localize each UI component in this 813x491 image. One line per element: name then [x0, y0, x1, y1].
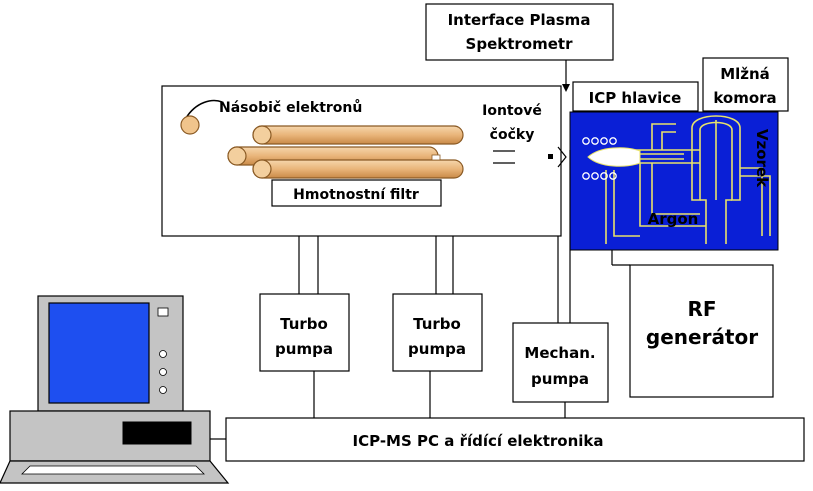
iontove-label-line2: čočky	[490, 127, 535, 143]
argon-label: Argon	[648, 210, 699, 228]
monitor-screen	[48, 302, 150, 404]
rf-label-line2: generátor	[646, 325, 758, 349]
interface-pointer-arrowhead	[562, 84, 570, 92]
monitor-knob-2	[159, 368, 167, 376]
rf-label-line1: RF	[687, 297, 716, 321]
mechan-label-line2: pumpa	[531, 370, 589, 388]
electron-multiplier	[180, 99, 223, 135]
monitor-drive-slot	[157, 307, 169, 317]
mechan-label-line1: Mechan.	[524, 344, 595, 362]
iontove-label-line1: Iontové	[482, 103, 542, 119]
floppy-drive	[122, 421, 192, 445]
vzorek-label: Vzorek	[753, 129, 771, 188]
monitor-knob-3	[159, 386, 167, 394]
turbo1-label-line1: Turbo	[280, 315, 328, 333]
turbo1-label-line2: pumpa	[275, 340, 333, 358]
computer	[0, 295, 230, 484]
mechanical-pump	[512, 322, 609, 403]
keyboard	[0, 460, 230, 484]
pc-bar-label: ICP-MS PC a řídící elektronika	[353, 432, 604, 450]
icp-hlavice-label: ICP hlavice	[589, 89, 682, 107]
pc-control-bar	[225, 417, 805, 462]
mlzna-label-line2: komora	[713, 89, 776, 107]
sampler-cone	[557, 146, 567, 168]
mass-filter-label-box	[271, 179, 442, 207]
mlzna-label-line1: Mlžná	[720, 65, 770, 83]
turbo2-label-line2: pumpa	[408, 340, 466, 358]
turbo-pump-1	[259, 293, 350, 372]
monitor-knob-1	[159, 350, 167, 358]
interface-label-line2: Spektrometr	[466, 35, 574, 53]
ion-beam-marker	[548, 154, 553, 159]
interface-label-line1: Interface Plasma	[448, 11, 591, 29]
hmotnostni-filtr-label: Hmotnostní filtr	[293, 187, 419, 203]
mlzna-komora-label-box	[702, 57, 789, 112]
quadrupole-rods	[227, 125, 464, 179]
icp-torch-panel	[569, 111, 779, 251]
interface-box: Interface Plasma Spektrometr	[425, 3, 614, 61]
rf-generator-box	[629, 264, 774, 398]
system-unit	[9, 410, 211, 462]
icp-hlavice-label-box	[572, 81, 699, 112]
pump-connectors	[298, 150, 571, 418]
turbo2-label-line1: Turbo	[413, 315, 461, 333]
turbo-pump-2	[392, 293, 483, 372]
nasobic-label: Násobič elektronů	[219, 99, 362, 116]
monitor	[37, 295, 184, 412]
